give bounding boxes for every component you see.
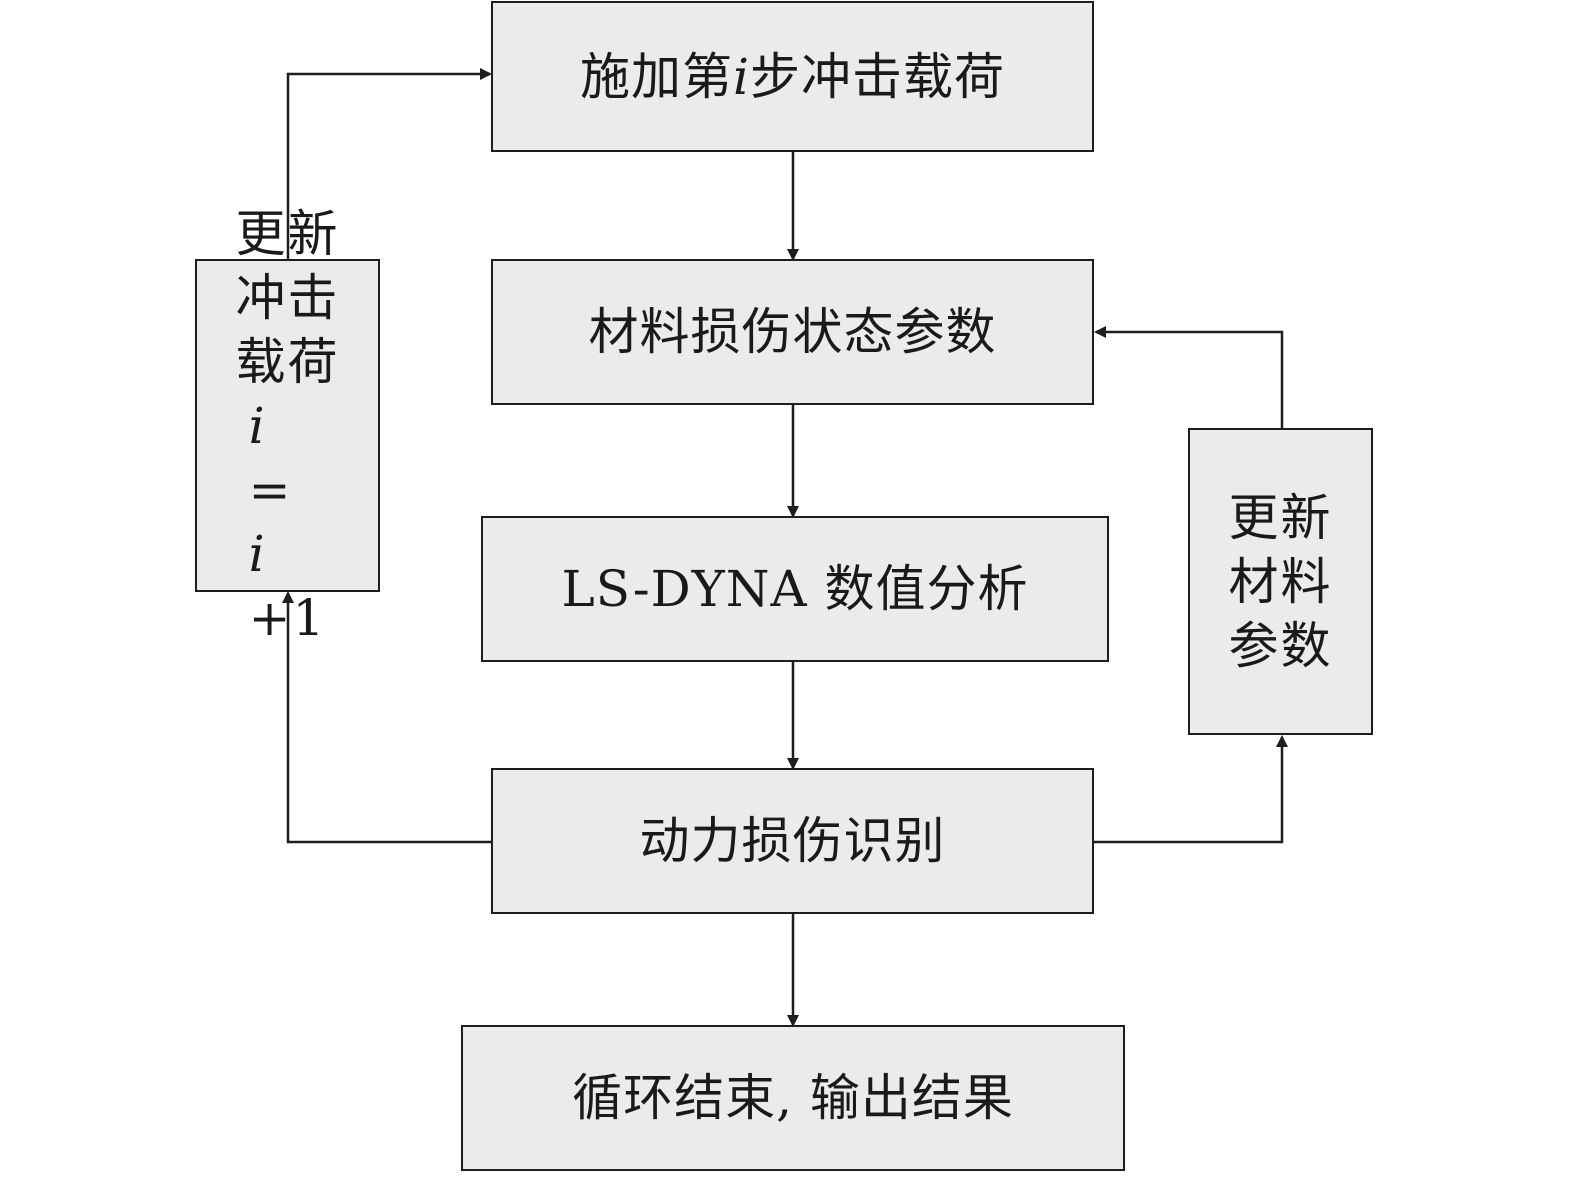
end-output-label: 循环结束, 输出结果: [572, 1069, 1014, 1127]
update-load-line-3: 载荷: [235, 332, 340, 391]
arrow-identify-to-update-material: [1093, 735, 1288, 844]
apply-load-label-var: i: [733, 47, 750, 106]
end-output-node: 循环结束, 输出结果: [461, 1025, 1125, 1171]
equation-var-2: i: [248, 524, 267, 583]
apply-load-label-post: 步冲击载荷: [750, 47, 1005, 106]
apply-load-node: 施加第 i 步冲击载荷: [491, 1, 1094, 152]
update-material-node: 更新 材料 参数: [1188, 428, 1373, 735]
equation-var-1: i: [248, 396, 267, 455]
equation-tail: +1: [248, 588, 327, 647]
update-material-line-3: 参数: [1228, 616, 1333, 675]
damage-identification-label: 动力损伤识别: [639, 812, 946, 870]
lsdyna-node: LS-DYNA 数值分析: [481, 516, 1109, 662]
arrow-identify-to-update-load: [282, 591, 492, 844]
update-load-equation: i=i+1: [249, 394, 327, 650]
damage-identification-node: 动力损伤识别: [491, 768, 1094, 914]
equation-sign: =: [248, 460, 293, 519]
damage-state-node: 材料损伤状态参数: [491, 259, 1094, 405]
apply-load-label-pre: 施加第: [580, 47, 733, 106]
update-load-node: 更新 冲击 载荷 i=i+1: [195, 205, 380, 647]
update-material-line-2: 材料: [1228, 552, 1333, 611]
lsdyna-label: LS-DYNA 数值分析: [561, 560, 1029, 618]
arrow-update-load-to-apply: [286, 68, 492, 259]
arrow-update-material-to-state: [1094, 326, 1284, 428]
update-load-line-2: 冲击: [235, 268, 340, 327]
damage-state-label: 材料损伤状态参数: [588, 303, 997, 361]
update-load-line-1: 更新: [235, 204, 340, 263]
update-material-line-1: 更新: [1228, 488, 1333, 547]
